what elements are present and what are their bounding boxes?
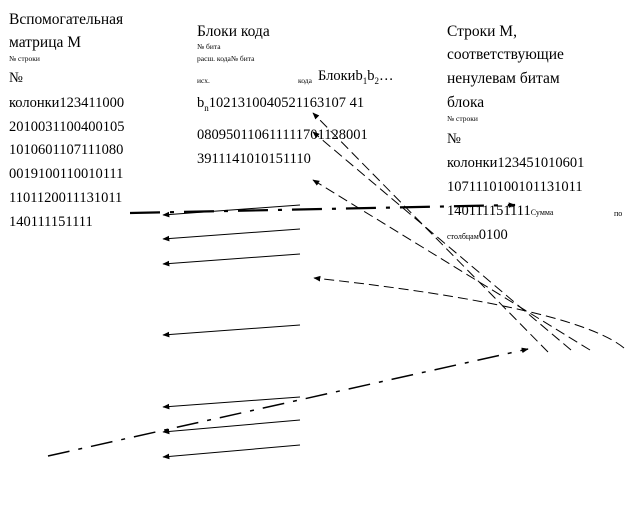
right-title-line4: блока (447, 94, 485, 111)
sum-word: Сумма (530, 208, 554, 217)
arrow-left-1 (162, 204, 301, 218)
bn-subscript: n (204, 103, 209, 113)
middle-small-label-3: исх. (197, 76, 210, 85)
arrow-left-4 (162, 324, 301, 338)
middle-small-label-2: расш. кода№ бита (197, 54, 255, 63)
left-row-3: 1010601107111080 (9, 142, 124, 158)
right-num-sign: № (447, 131, 461, 147)
right-row-2: 1071110100101131011 (447, 179, 583, 195)
sum-value: 0100 (478, 227, 508, 243)
b1-subscript: 1 (362, 76, 368, 86)
arrow-left-5 (162, 396, 301, 410)
ellipsis: … (378, 68, 394, 84)
po-word: по (614, 209, 623, 218)
b2-char: b (367, 68, 375, 84)
arrow-left-3 (162, 253, 301, 267)
middle-title: Блоки кода (197, 23, 270, 40)
middle-row-1: bn1021310040521163107 41 (197, 95, 365, 113)
blocks-word: Блоки (318, 68, 356, 84)
right-small-label: № строки (447, 114, 478, 123)
arrow-left-2 (162, 228, 301, 242)
dashed-arrow-3 (312, 179, 591, 351)
middle-row-1-text: 1021310040521163107 41 (208, 95, 365, 111)
right-title-line2: соответствующие (447, 46, 564, 63)
main-dashdot-arrow (129, 202, 516, 215)
stolbcam-word: столбцам (447, 232, 479, 241)
middle-row-2: 080950110611111701128001 (197, 127, 368, 143)
right-title-line1: Строки М, (447, 23, 517, 40)
left-row-4: 0019100110010111 (9, 166, 124, 182)
b1-char: b (355, 68, 363, 84)
lower-dashdot-arrow (47, 347, 529, 457)
arrow-left-6 (162, 419, 301, 435)
dashed-curve-arrow (313, 275, 625, 349)
dashed-arrow-2 (312, 131, 572, 351)
right-sum-line: столбцам0100 (447, 228, 508, 243)
middle-row-3: 3911141010151110 (197, 151, 311, 167)
left-row-2: 2010031100400105 (9, 119, 125, 135)
middle-small-label-4: кода (298, 76, 312, 85)
left-small-label: № строки (9, 54, 40, 63)
right-row-1: колонки123451010601 (447, 155, 585, 171)
left-title-line2: матрица М (9, 34, 82, 51)
middle-small-label-1: № бита (197, 42, 221, 51)
left-title-line1: Вспомогательная (9, 11, 124, 28)
bn-char: b (197, 95, 205, 111)
b2-subscript: 2 (374, 76, 379, 86)
left-row-1: колонки123411000 (9, 95, 125, 111)
middle-blocks-header: Блокиb1b2… (318, 68, 394, 86)
arrow-left-7 (162, 444, 301, 460)
dashed-arrow-1 (312, 112, 549, 353)
left-num-sign: № (9, 70, 23, 86)
left-row-6: 140111151111 (9, 214, 93, 230)
left-row-5: 1101120011131011 (9, 190, 123, 206)
right-title-line3: ненулевам битам (447, 70, 560, 87)
